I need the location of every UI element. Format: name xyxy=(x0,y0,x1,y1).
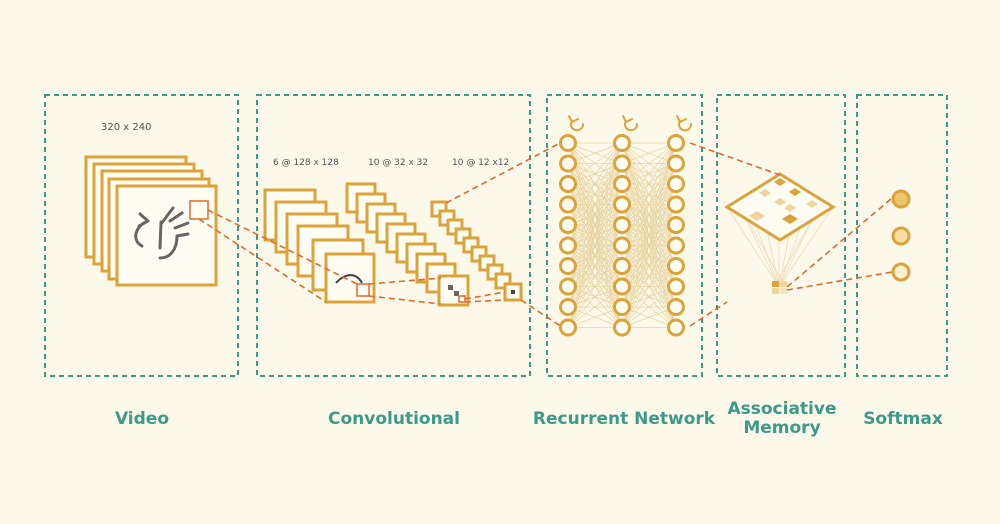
rnn-connections xyxy=(567,142,677,328)
recurrent-section-box xyxy=(546,94,703,377)
conv1-dimension-label: 6 @ 128 x 128 xyxy=(273,158,339,168)
conv2-feature-maps xyxy=(345,182,470,307)
conv1-feature-trace xyxy=(335,274,363,284)
rnn-connection xyxy=(567,163,623,328)
associative-label-line1: Associative xyxy=(727,399,837,419)
rnn-node xyxy=(559,318,577,337)
rnn-connection xyxy=(621,142,677,185)
softmax-section-box xyxy=(856,94,948,377)
softmax-node xyxy=(891,262,911,282)
rnn-node xyxy=(613,134,631,152)
rnn-node xyxy=(667,257,685,275)
rnn-node xyxy=(559,134,577,152)
rnn-connection xyxy=(567,142,623,205)
memory-output-units xyxy=(772,281,787,294)
rnn-node xyxy=(667,216,685,234)
memory-diamond xyxy=(724,172,836,242)
rnn-connection xyxy=(621,142,677,205)
rnn-connection xyxy=(621,306,677,328)
rnn-node xyxy=(559,175,577,193)
convolutional-section-box xyxy=(256,94,531,377)
rnn-connection xyxy=(621,265,677,328)
receptive-field-connectors xyxy=(198,141,893,328)
associative-memory-section-label: Associative Memory xyxy=(718,400,846,438)
convolutional-section-label: Convolutional xyxy=(328,409,460,429)
rnn-node xyxy=(613,318,631,337)
softmax-node xyxy=(891,226,911,246)
rnn-node xyxy=(613,195,631,214)
rnn-node xyxy=(559,277,577,296)
rnn-connection xyxy=(567,142,623,185)
rnn-connection xyxy=(567,142,623,246)
rnn-node xyxy=(613,298,631,316)
rnn-node xyxy=(559,298,577,316)
rnn-connection xyxy=(621,142,677,226)
rnn-connection xyxy=(621,183,677,328)
conv2-feature-pixels xyxy=(448,285,459,296)
rnn-node xyxy=(667,195,685,214)
rnn-connection xyxy=(567,306,623,328)
rnn-connection xyxy=(621,224,677,328)
rnn-connection xyxy=(621,245,677,328)
recurrent-section-label: Recurrent Network xyxy=(532,409,716,429)
rnn-node xyxy=(613,216,631,234)
rnn-node xyxy=(559,236,577,255)
associative-section-box xyxy=(716,94,846,377)
rnn-node xyxy=(559,257,577,275)
rnn-connection xyxy=(567,142,623,226)
conv3-dimension-label: 10 @ 12 x12 xyxy=(452,158,510,168)
rnn-node xyxy=(667,154,685,173)
softmax-node xyxy=(891,189,911,209)
rnn-connection xyxy=(567,142,623,328)
rnn-node xyxy=(667,318,685,337)
rnn-connection xyxy=(621,142,677,246)
softmax-section-label: Softmax xyxy=(863,409,943,429)
rnn-connection xyxy=(567,286,623,328)
rnn-connection xyxy=(621,142,677,328)
rnn-node xyxy=(667,134,685,152)
rnn-node xyxy=(613,277,631,296)
rnn-node xyxy=(613,154,631,173)
rnn-nodes xyxy=(559,134,685,337)
conv1-feature-maps xyxy=(263,188,376,304)
input-dimension-label: 320 x 240 xyxy=(101,122,152,133)
rnn-connection xyxy=(621,163,677,328)
rnn-node xyxy=(559,216,577,234)
rnn-node xyxy=(559,154,577,173)
rnn-node xyxy=(613,257,631,275)
rnn-connection xyxy=(567,224,623,328)
video-frame-stack xyxy=(84,155,218,287)
rnn-node xyxy=(667,298,685,316)
rnn-node xyxy=(667,277,685,296)
rnn-connection xyxy=(621,142,677,287)
rnn-connection xyxy=(567,142,623,164)
video-section-box xyxy=(44,94,239,377)
recurrence-arrows xyxy=(568,115,692,132)
rnn-connection xyxy=(621,142,677,308)
loop-arrow-icon xyxy=(676,115,692,132)
softmax-nodes xyxy=(891,189,911,282)
rnn-connection xyxy=(567,142,623,287)
rnn-connection xyxy=(567,183,623,328)
associative-label-line2: Memory xyxy=(743,418,821,438)
rnn-connection xyxy=(621,286,677,328)
rnn-connection xyxy=(567,265,623,328)
rnn-node xyxy=(667,236,685,255)
conv2-dimension-label: 10 @ 32 x 32 xyxy=(368,158,429,168)
loop-arrow-icon xyxy=(568,115,584,132)
conv3-feature-pixel xyxy=(511,290,515,294)
rnn-node xyxy=(559,195,577,214)
loop-arrow-icon xyxy=(622,115,638,132)
conv1-patch-highlight xyxy=(356,283,370,297)
rnn-connection xyxy=(621,142,677,164)
hand-swipe-icon xyxy=(134,206,190,260)
rnn-connection xyxy=(567,245,623,328)
rnn-connection xyxy=(567,142,623,308)
rnn-node xyxy=(613,175,631,193)
video-section-label: Video xyxy=(114,409,170,429)
rnn-node xyxy=(667,175,685,193)
rnn-node xyxy=(613,236,631,255)
